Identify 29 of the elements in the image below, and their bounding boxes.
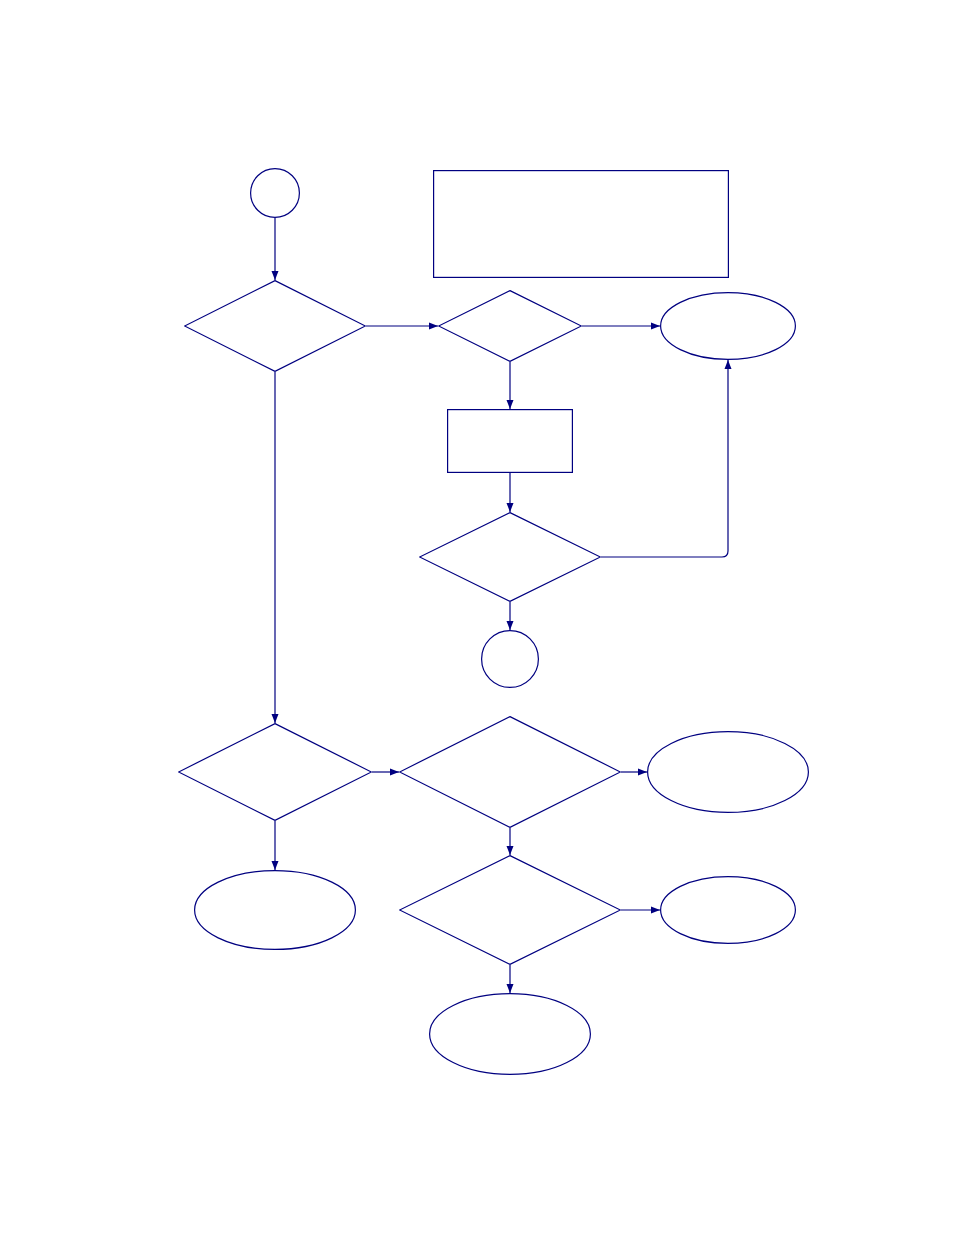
flow-arrow bbox=[506, 601, 514, 631]
terminal-ellipse bbox=[194, 870, 356, 950]
process-box bbox=[433, 170, 729, 278]
flow-arrow bbox=[365, 322, 439, 330]
connector-circle bbox=[250, 168, 300, 218]
flow-arrow bbox=[620, 906, 661, 914]
decision-diamond bbox=[399, 855, 621, 965]
flow-arrow bbox=[506, 361, 514, 410]
decision-diamond bbox=[399, 716, 621, 828]
terminal-ellipse bbox=[660, 876, 796, 944]
flow-arrow bbox=[620, 768, 648, 776]
flow-arrow bbox=[506, 964, 514, 994]
process-box bbox=[447, 409, 573, 473]
flow-arrow bbox=[371, 768, 400, 776]
decision-diamond bbox=[438, 290, 582, 362]
flow-arrow bbox=[600, 359, 732, 558]
terminal-ellipse bbox=[429, 993, 591, 1075]
terminal-ellipse bbox=[660, 292, 796, 360]
decision-diamond bbox=[178, 723, 372, 821]
decision-diamond bbox=[184, 280, 366, 372]
flow-arrow bbox=[271, 217, 279, 281]
flow-arrow bbox=[271, 371, 279, 724]
terminal-ellipse bbox=[647, 731, 809, 813]
connector-circle bbox=[481, 630, 539, 688]
flow-arrow bbox=[506, 827, 514, 856]
decision-diamond bbox=[419, 512, 601, 602]
flow-arrow bbox=[581, 322, 661, 330]
flow-arrow bbox=[506, 472, 514, 513]
flow-arrow bbox=[271, 820, 279, 871]
